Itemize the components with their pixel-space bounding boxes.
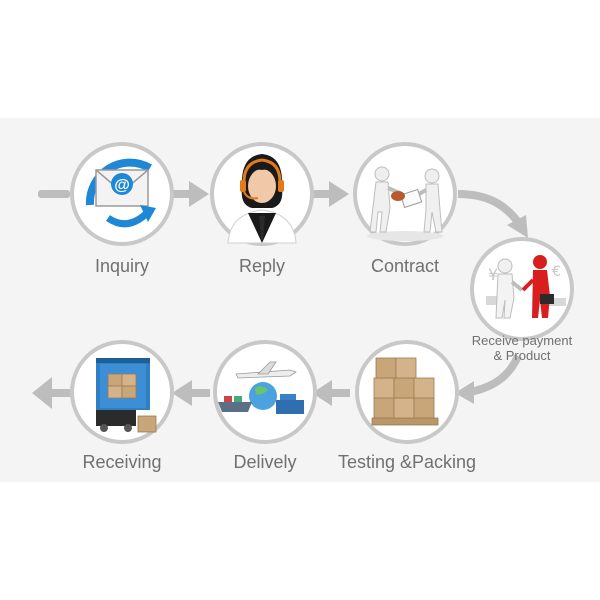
step-label-delivery: Delively (233, 452, 297, 472)
email-icon: @ (85, 158, 156, 228)
step-contract (353, 142, 457, 246)
arrow-testing-to-delivery (312, 380, 350, 406)
flow-arrows (38, 181, 349, 207)
ship-plane-globe-icon (218, 361, 304, 414)
step-reply (210, 142, 314, 246)
step-label-receive-payment-line2: & Product (493, 348, 551, 363)
step-label-receive-payment-line1: Receive payment (471, 333, 573, 348)
arrow-reply-to-contract (313, 181, 349, 207)
support-agent-icon (227, 154, 297, 244)
step-inquiry: @ (70, 142, 174, 246)
arrow-inquiry-to-reply (173, 181, 209, 207)
step-label-receive-payment: Receive payment & Product (462, 333, 582, 363)
step-testing-packing (355, 340, 459, 444)
arrow-delivery-to-receiving (172, 380, 210, 406)
step-label-reply: Reply (238, 256, 286, 276)
arrow-receive-to-testing-head (455, 381, 474, 404)
payment-handshake-icon: ¥ € (486, 255, 566, 319)
container-truck-icon (96, 358, 157, 433)
arrow-start-stub (38, 190, 70, 198)
step-label-inquiry: Inquiry (94, 256, 150, 276)
arrow-contract-to-receive (457, 190, 522, 225)
step-receive-payment: ¥ € (470, 237, 574, 341)
handshake-contract-icon (367, 166, 443, 241)
arrow-exit (32, 377, 74, 409)
svg-text:€: € (552, 264, 561, 280)
boxes-pallet-icon (371, 357, 439, 426)
step-label-receiving: Receiving (82, 452, 162, 472)
step-delivery (213, 340, 317, 444)
step-receiving (70, 340, 174, 444)
step-label-testing-packing: Testing &Packing (337, 452, 477, 472)
step-label-contract: Contract (370, 256, 440, 276)
svg-text:@: @ (114, 177, 130, 194)
arrow-contract-to-receive-head (507, 215, 528, 238)
svg-text:¥: ¥ (488, 265, 498, 284)
arrow-receive-to-testing (469, 354, 522, 396)
